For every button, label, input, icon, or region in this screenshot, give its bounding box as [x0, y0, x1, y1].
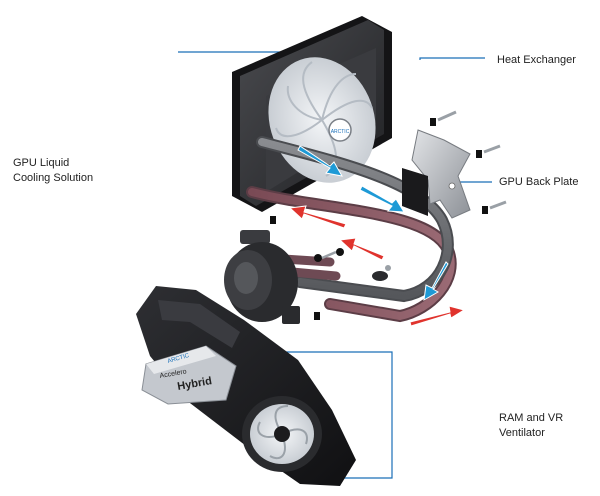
pump-block: [224, 230, 300, 324]
screw: [270, 216, 276, 224]
screw: [314, 250, 337, 262]
screw: [482, 200, 507, 214]
hot-flow-arrow: [338, 237, 385, 261]
callout-line-heat-exchanger: [419, 57, 485, 60]
screw: [336, 248, 344, 256]
gpu-back-plate: [402, 129, 471, 219]
label-gpu-liquid-cooling-solution: GPU Liquid Cooling Solution: [13, 157, 94, 184]
screw: [314, 312, 320, 320]
screw: [476, 144, 501, 158]
fan-hub-logo: [328, 118, 352, 142]
ram-vr-ventilator: ARCTIC Accelero Hybrid: [136, 286, 356, 486]
flow-arrows: [288, 145, 466, 327]
cold-flow-arrow: [297, 145, 343, 177]
label-heat-exchanger: Heat Exchanger: [497, 54, 576, 66]
fan-hub-brand: ARCTIC: [331, 129, 350, 135]
shroud-model-line2: Hybrid: [176, 375, 212, 393]
hot-flow-arrow: [409, 305, 466, 327]
label-ram-vr-ventilator: RAM and VR Ventilator: [499, 412, 564, 439]
cold-flow-arrow: [423, 261, 449, 301]
shroud-model-line1: Accelero: [159, 368, 187, 380]
callout-line-ram-vr: [262, 351, 393, 479]
cold-flow-arrow: [359, 185, 405, 213]
heat-exchanger: ARCTIC: [232, 16, 392, 212]
label-gpu-back-plate: GPU Back Plate: [499, 176, 579, 188]
screw: [372, 271, 388, 281]
hot-flow-arrow: [288, 205, 347, 229]
screws: [270, 110, 507, 320]
screw: [430, 110, 457, 126]
screw: [385, 265, 391, 271]
